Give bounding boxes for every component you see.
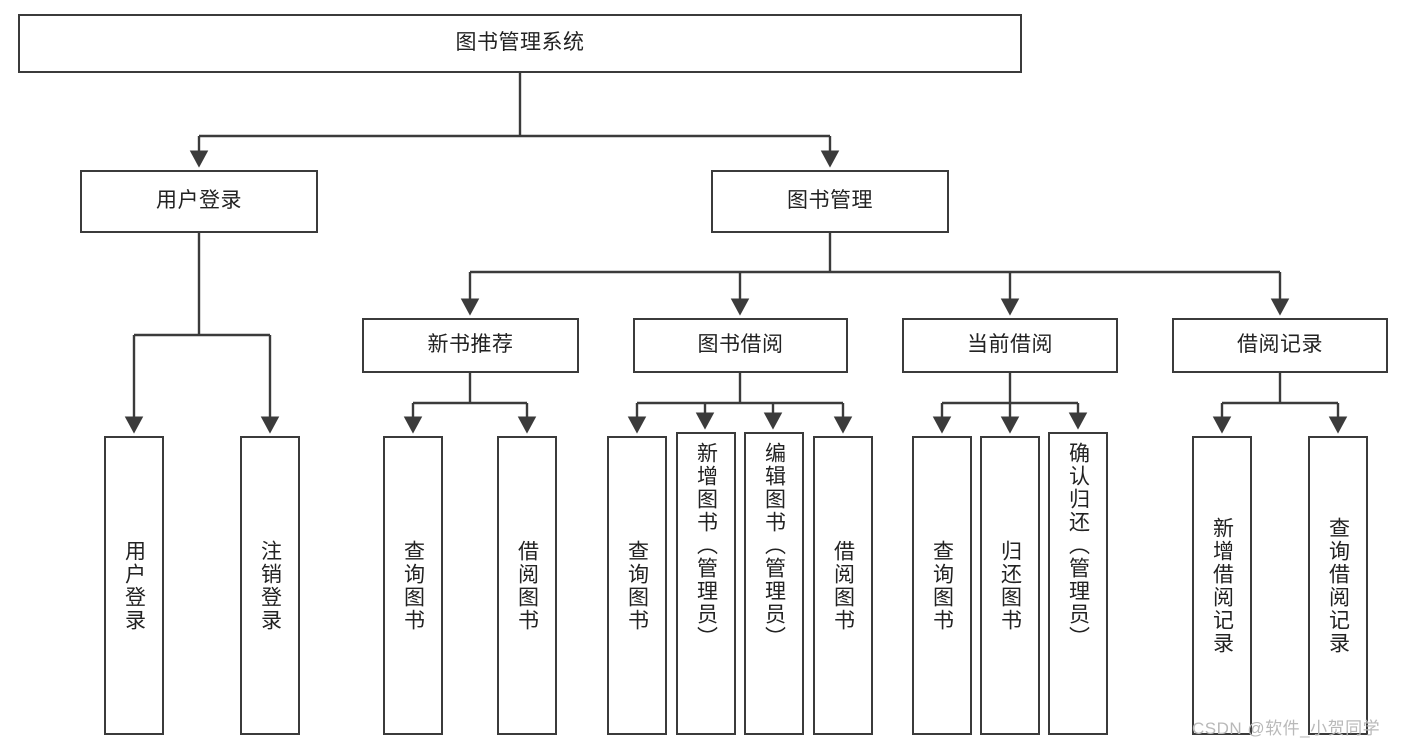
node-new-book-recommend[interactable]: 新书推荐	[362, 318, 579, 373]
node-leaf-query-book-1[interactable]: 查询图书	[383, 436, 443, 735]
node-leaf-logout-login[interactable]: 注销登录	[240, 436, 300, 735]
node-current-borrow[interactable]: 当前借阅	[902, 318, 1118, 373]
node-leaf-query-book-1-label: 查询图书	[401, 539, 425, 632]
node-leaf-user-login-label: 用户登录	[122, 539, 146, 632]
node-root[interactable]: 图书管理系统	[18, 14, 1022, 73]
node-leaf-return-book[interactable]: 归还图书	[980, 436, 1040, 735]
node-user-login[interactable]: 用户登录	[80, 170, 318, 233]
node-leaf-add-record-label: 新增借阅记录	[1210, 516, 1234, 655]
node-leaf-add-book-label: 新增图书（管理员）	[694, 442, 718, 649]
node-user-login-label: 用户登录	[156, 189, 242, 213]
node-root-label: 图书管理系统	[455, 31, 585, 55]
node-book-borrow-label: 图书借阅	[697, 333, 784, 357]
node-leaf-borrow-book-2[interactable]: 借阅图书	[813, 436, 873, 735]
node-leaf-edit-book[interactable]: 编辑图书（管理员）	[744, 432, 804, 735]
node-leaf-query-book-2-label: 查询图书	[625, 539, 649, 632]
node-leaf-query-record-label: 查询借阅记录	[1326, 516, 1350, 655]
node-current-borrow-label: 当前借阅	[967, 333, 1053, 357]
node-leaf-add-record[interactable]: 新增借阅记录	[1192, 436, 1252, 735]
node-leaf-return-book-label: 归还图书	[998, 539, 1022, 632]
node-leaf-edit-book-label: 编辑图书（管理员）	[762, 442, 786, 649]
csdn-watermark: CSDN @软件_小贺同学	[1192, 719, 1381, 738]
node-leaf-query-record[interactable]: 查询借阅记录	[1308, 436, 1368, 735]
node-leaf-confirm-return[interactable]: 确认归还（管理员）	[1048, 432, 1108, 735]
node-leaf-query-book-3[interactable]: 查询图书	[912, 436, 972, 735]
node-book-manage-label: 图书管理	[787, 189, 873, 213]
node-leaf-user-login[interactable]: 用户登录	[104, 436, 164, 735]
node-leaf-query-book-3-label: 查询图书	[930, 539, 954, 632]
node-new-book-recommend-label: 新书推荐	[427, 333, 514, 357]
node-leaf-confirm-return-label: 确认归还（管理员）	[1066, 442, 1090, 649]
node-leaf-borrow-book-2-label: 借阅图书	[831, 539, 855, 632]
node-leaf-add-book[interactable]: 新增图书（管理员）	[676, 432, 736, 735]
node-book-manage[interactable]: 图书管理	[711, 170, 949, 233]
node-leaf-logout-login-label: 注销登录	[258, 539, 282, 632]
node-borrow-record[interactable]: 借阅记录	[1172, 318, 1388, 373]
node-leaf-query-book-2[interactable]: 查询图书	[607, 436, 667, 735]
node-leaf-borrow-book-1-label: 借阅图书	[515, 539, 539, 632]
node-book-borrow[interactable]: 图书借阅	[633, 318, 848, 373]
node-borrow-record-label: 借阅记录	[1237, 333, 1323, 357]
node-leaf-borrow-book-1[interactable]: 借阅图书	[497, 436, 557, 735]
